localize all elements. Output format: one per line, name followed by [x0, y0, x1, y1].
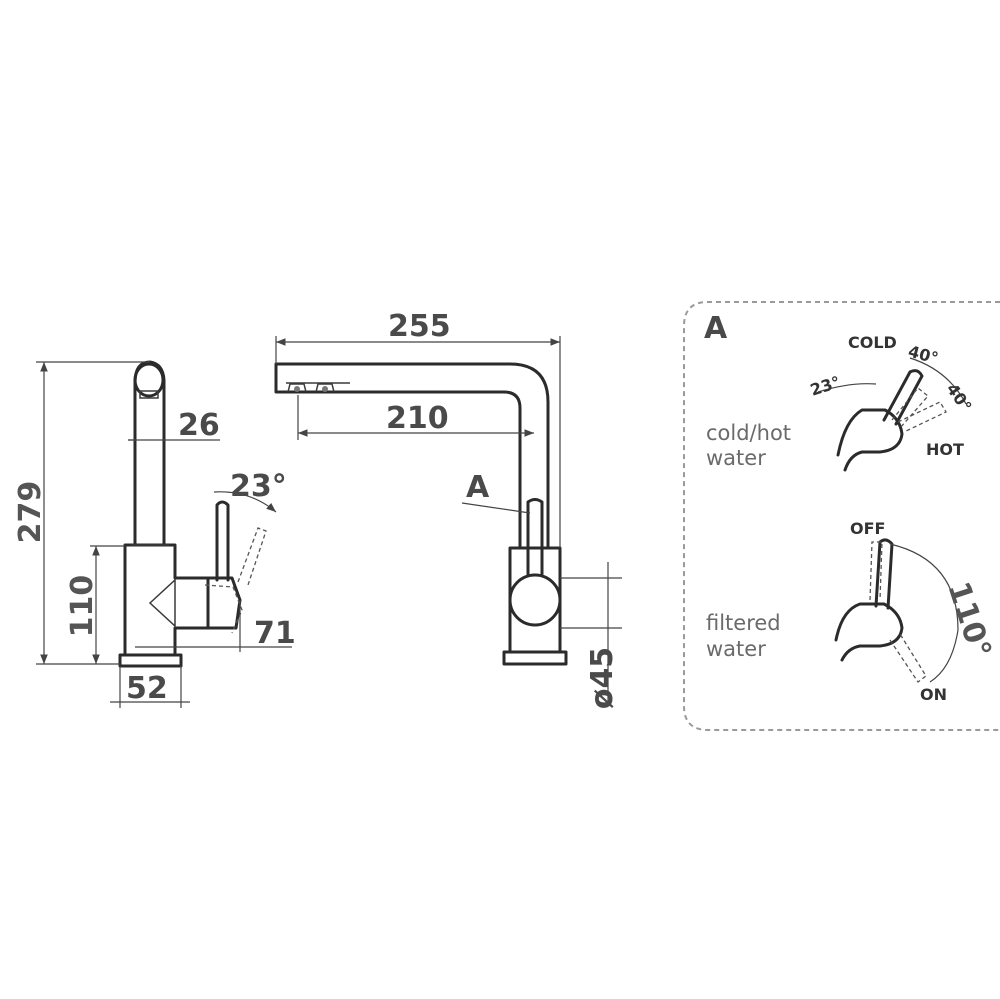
front-outlet-dot-2 [322, 386, 328, 392]
dim-23-label: 23° [230, 469, 287, 504]
filtered-caption-1: filtered [706, 611, 781, 635]
front-view: 255 210 A ø45 [274, 309, 622, 709]
filtered-body-lower [840, 644, 862, 662]
front-base [502, 650, 568, 666]
side-lever [215, 500, 230, 582]
callout-a-label: A [466, 470, 490, 505]
filtered-lever-ghost-on [889, 633, 927, 683]
filtered-arc [889, 543, 959, 683]
dim-110-label: 110 [65, 575, 100, 638]
side-body [123, 543, 210, 657]
side-lever-tilted [237, 527, 267, 586]
dim-52-label: 52 [126, 671, 168, 706]
dim-45-label: ø45 [585, 647, 620, 709]
cold-hot-caption-2: water [706, 446, 766, 470]
cold-hot-angle-tilt: 23° [808, 372, 843, 399]
front-lever [526, 498, 544, 576]
detail-cold-hot: cold/hot water 23° COLD 40° 40° HOT [706, 333, 976, 472]
dim-26-label: 26 [178, 408, 220, 443]
dim-23-arc [213, 491, 277, 513]
filtered-lever [874, 538, 894, 610]
filtered-angle-range: 110° [940, 578, 997, 663]
dim-255-label: 255 [388, 309, 451, 344]
dim-71-label: 71 [254, 616, 296, 651]
front-outlet-dot-1 [294, 386, 300, 392]
cold-hot-body [836, 408, 904, 457]
cold-hot-angle-cold: 40° [906, 342, 940, 368]
detail-panel-border [683, 301, 1000, 731]
cold-hot-arc-tilt [817, 383, 877, 393]
cold-hot-angle-hot: 40° [943, 380, 976, 416]
side-spout-cap [133, 362, 165, 398]
cold-hot-lever-ghost-2 [897, 401, 947, 433]
front-body [508, 546, 562, 654]
cold-hot-caption-1: cold/hot [706, 421, 791, 445]
filtered-body [834, 602, 904, 648]
filtered-caption-2: water [706, 637, 766, 661]
cold-hot-cold-label: COLD [848, 333, 897, 352]
cold-hot-body-lower [843, 450, 864, 472]
side-aerator [139, 390, 159, 399]
filtered-off-label: OFF [850, 519, 885, 538]
front-outlet-2 [315, 383, 335, 393]
detail-filtered: filtered water OFF 110° ON [706, 519, 998, 704]
side-cartridge [148, 578, 176, 628]
front-body-cartridge [508, 573, 562, 627]
cold-hot-hot-label: HOT [926, 440, 964, 459]
cold-hot-lever [882, 369, 924, 426]
side-base [118, 653, 183, 668]
side-lever-base-tilted [204, 584, 243, 634]
dim-210-label: 210 [386, 401, 449, 436]
filtered-on-label: ON [920, 685, 947, 704]
detail-panel-label: A [704, 311, 728, 346]
dim-279-label: 279 [13, 481, 48, 544]
front-outlet-1 [287, 383, 307, 393]
side-view: 279 110 26 23° 71 52 [13, 360, 296, 708]
detail-panel: A cold/hot water 23° COLD 40° 40° HOT fi… [683, 301, 1000, 731]
filtered-lever-ghost-off [869, 541, 883, 601]
callout-a-leader [461, 502, 531, 514]
cold-hot-arc-right [909, 357, 967, 405]
